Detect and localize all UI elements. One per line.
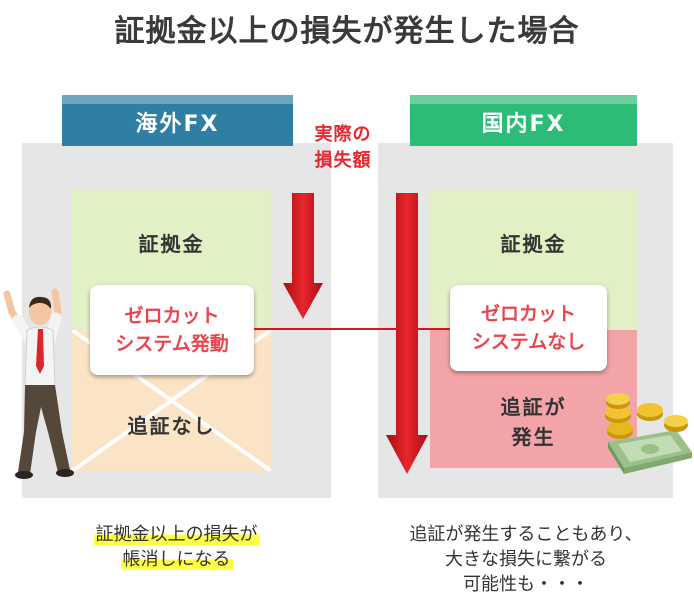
left-callout-line-2: システム発動 xyxy=(115,333,229,355)
left-margin-label: 証拠金 xyxy=(138,232,205,256)
right-loss-arrow xyxy=(386,193,428,474)
right-callout-line-1: ゼロカット xyxy=(480,303,576,325)
right-bottom-label-line-2: 発生 xyxy=(511,425,556,449)
page-title: 証拠金以上の損失が発生した場合 xyxy=(114,14,580,49)
loss-reference-line xyxy=(254,328,450,330)
right-caption-line-2: 大きな損失に繋がる xyxy=(445,549,607,570)
right-callout: ゼロカット システムなし xyxy=(450,285,607,371)
left-caption: 証拠金以上の損失が 帳消しになる xyxy=(22,522,331,572)
right-bottom-label-line-1: 追証が xyxy=(500,395,567,419)
left-callout-line-1: ゼロカット xyxy=(124,305,220,327)
right-header: 国内FX xyxy=(410,95,637,146)
left-caption-line-1: 証拠金以上の損失が xyxy=(93,524,260,545)
right-callout-line-2: システムなし xyxy=(471,331,586,353)
cheering-man-illustration xyxy=(3,288,74,479)
loss-label-line-1: 実際の xyxy=(314,124,372,145)
left-header: 海外FX xyxy=(62,95,293,146)
left-callout: ゼロカット システム発動 xyxy=(90,285,254,375)
left-bottom-label: 追証なし xyxy=(127,414,216,438)
right-caption-line-1: 追証が発生することもあり、 xyxy=(409,524,643,545)
right-caption: 追証が発生することもあり、 大きな損失に繋がる 可能性も・・・ xyxy=(358,522,694,597)
right-bottom-label: 追証が 発生 xyxy=(430,392,637,452)
right-margin-label: 証拠金 xyxy=(500,232,567,256)
right-caption-line-3: 可能性も・・・ xyxy=(463,574,589,595)
left-caption-line-2: 帳消しになる xyxy=(120,549,233,570)
loss-label: 実際の 損失額 xyxy=(293,122,393,174)
loss-label-line-2: 損失額 xyxy=(314,150,372,171)
left-loss-arrow xyxy=(283,193,323,319)
coins-cash-illustration xyxy=(605,393,692,474)
